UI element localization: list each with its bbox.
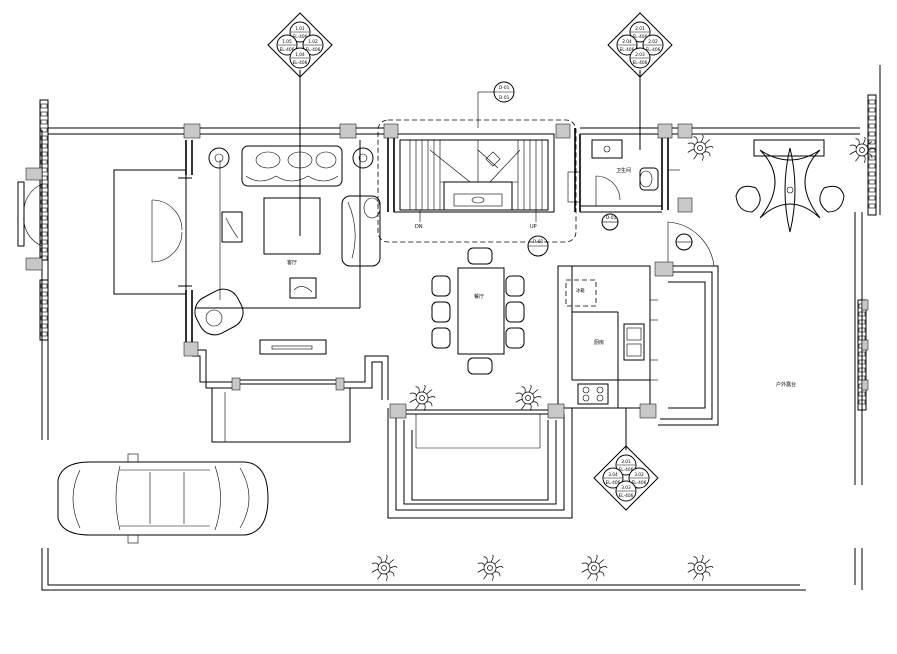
sofa-three-seat — [241, 145, 343, 187]
elevation-tag-number: 3.02 — [634, 472, 644, 478]
sofa-chair — [341, 195, 381, 267]
dining-chair — [505, 301, 525, 323]
dining-chair — [431, 275, 451, 297]
lounge-chair-right — [819, 185, 845, 213]
elevation-tag-number: 1.05 — [282, 39, 292, 45]
toilet-bowl — [639, 167, 659, 191]
elevation-tag-number: 3.03 — [621, 485, 631, 491]
coffee-table — [263, 197, 321, 255]
elevation-tag-subtext: EL-406 — [306, 47, 321, 53]
side-table — [221, 211, 243, 243]
svg-text:D-01: D-01 — [499, 85, 510, 91]
elevation-tag-number: 2.01 — [635, 26, 645, 32]
plant — [371, 554, 398, 581]
building-walls — [113, 128, 719, 519]
site-boundary — [41, 127, 863, 591]
lamp-left — [208, 147, 230, 169]
dining-chair — [467, 357, 493, 375]
lamp-right — [352, 147, 374, 169]
plant — [409, 384, 436, 411]
terrace-label: 户外露台 — [776, 381, 796, 388]
elevation-tag-number: 3.01 — [621, 459, 631, 465]
svg-text:D-01: D-01 — [499, 95, 510, 101]
kitchen-label: 厨房 — [594, 339, 604, 346]
lounge-chair-left — [735, 185, 761, 213]
elevation-tag-subtext: EL-406 — [619, 493, 634, 499]
toilet-room: 卫生间 — [567, 139, 680, 206]
dining-chair — [467, 247, 493, 265]
toilet-label: 卫生间 — [616, 167, 631, 174]
elevation-tag-number: 2.02 — [648, 39, 658, 45]
plant — [849, 136, 876, 163]
fridge-label: 冰箱 — [576, 287, 585, 294]
fridge — [565, 279, 597, 307]
wash-basin — [591, 139, 623, 159]
elevation-tag-number: 1.04 — [295, 52, 305, 58]
elevation-tag-subtext: EL-406 — [633, 34, 648, 40]
living-room-label: 客厅 — [287, 259, 297, 266]
stair-down-label: DN — [415, 224, 423, 230]
armchair — [194, 288, 244, 336]
plant — [515, 384, 542, 411]
dining-set: 餐厅 — [431, 247, 525, 375]
elevation-tag-number: 1.02 — [308, 39, 318, 45]
dining-table — [457, 267, 505, 355]
elevation-tag-subtext: EL-406 — [620, 47, 635, 53]
dining-chair — [505, 275, 525, 297]
dining-chair — [431, 301, 451, 323]
ottoman — [289, 277, 317, 299]
kitchen-fixtures: 冰箱 厨房 — [565, 279, 658, 405]
svg-text:D-01: D-01 — [606, 215, 617, 221]
elevation-tag-subtext: EL-406 — [646, 47, 661, 53]
elevation-tag-number: 3.04 — [608, 472, 618, 478]
left-fence — [17, 99, 49, 341]
elevation-tag-number: 1.01 — [295, 26, 305, 32]
tv-cabinet — [259, 339, 327, 355]
elevation-tag-subtext: EL-406 — [619, 467, 634, 473]
elevation-tag-subtext: EL-406 — [293, 34, 308, 40]
elevation-tag-subtext: EL-406 — [632, 480, 647, 486]
plant — [687, 134, 714, 161]
right-fence — [857, 65, 881, 411]
stair-dashed-outline — [377, 119, 577, 243]
dining-chair — [431, 327, 451, 349]
elevation-tag-number: 2.03 — [635, 52, 645, 58]
svg-text:D-01: D-01 — [533, 239, 544, 245]
staircase: DN UP — [377, 119, 577, 243]
living-room-furniture: 客厅 — [194, 145, 381, 355]
elevation-tags: 1.01EL-4061.05EL-4061.02EL-4061.04EL-406… — [267, 12, 673, 511]
section-markers: D-01 D-01 D-01 D-01 — [477, 81, 693, 257]
plant — [581, 554, 608, 581]
plants — [371, 134, 876, 581]
elevation-tag-subtext: EL-406 — [633, 60, 648, 66]
outdoor-lounge — [735, 139, 845, 233]
structural-columns — [183, 123, 693, 419]
plant — [687, 554, 714, 581]
elevation-tag-subtext: EL-406 — [280, 47, 295, 53]
sink — [623, 323, 645, 361]
dining-room-label: 餐厅 — [474, 293, 484, 300]
stair-up-label: UP — [530, 224, 537, 230]
elevation-tag-subtext: EL-406 — [606, 480, 621, 486]
dining-chair — [505, 327, 525, 349]
elevation-tag-subtext: EL-406 — [293, 60, 308, 66]
elevation-tag-number: 2.04 — [622, 39, 632, 45]
stove — [577, 383, 609, 405]
plant — [477, 554, 504, 581]
car — [57, 453, 269, 544]
